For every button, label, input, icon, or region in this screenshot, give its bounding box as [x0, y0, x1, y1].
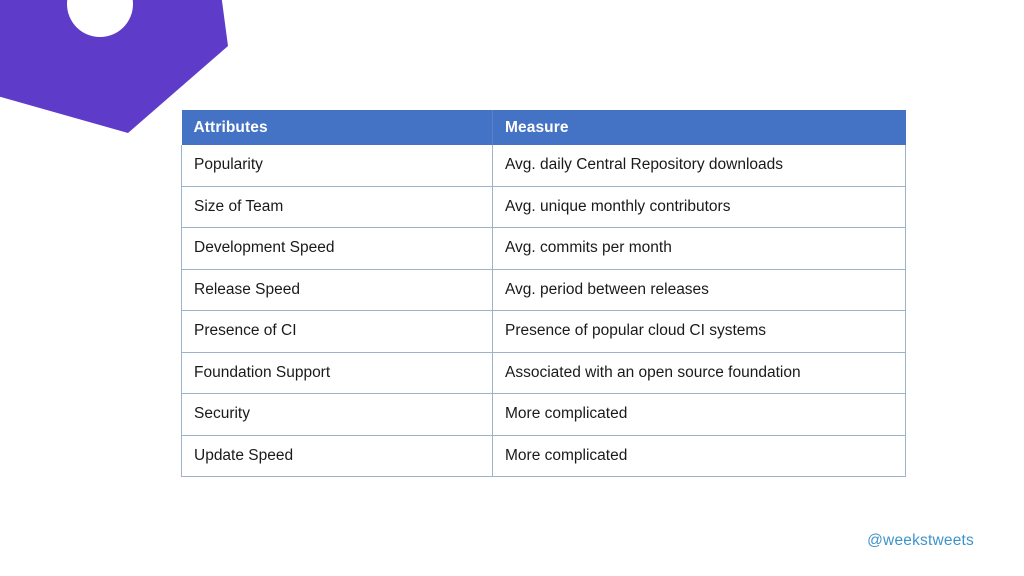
table-row: Update Speed More complicated [181, 435, 906, 477]
cell-measure: Avg. daily Central Repository downloads [492, 145, 906, 187]
table-row: Release Speed Avg. period between releas… [181, 269, 906, 311]
cell-attribute: Release Speed [181, 269, 493, 311]
column-header-attributes: Attributes [181, 110, 493, 145]
cell-attribute: Size of Team [181, 186, 493, 228]
table-row: Foundation Support Associated with an op… [181, 352, 906, 394]
cell-measure: Avg. period between releases [492, 269, 906, 311]
table-row: Popularity Avg. daily Central Repository… [181, 145, 906, 187]
cell-measure: Avg. unique monthly contributors [492, 186, 906, 228]
table-row: Security More complicated [181, 393, 906, 436]
watermark-handle: @weekstweets [867, 532, 974, 549]
cell-measure: Avg. commits per month [492, 227, 906, 270]
cell-measure: More complicated [492, 435, 906, 477]
cell-attribute: Popularity [181, 145, 493, 187]
table-row: Size of Team Avg. unique monthly contrib… [181, 186, 906, 228]
cell-attribute: Foundation Support [181, 352, 493, 394]
table-header-row: Attributes Measure [181, 110, 906, 145]
table-row: Development Speed Avg. commits per month [181, 227, 906, 270]
cell-attribute: Update Speed [181, 435, 493, 477]
cell-attribute: Development Speed [181, 227, 493, 270]
cell-measure: Presence of popular cloud CI systems [492, 310, 906, 353]
cell-attribute: Presence of CI [181, 310, 493, 353]
cell-attribute: Security [181, 393, 493, 436]
cell-measure: Associated with an open source foundatio… [492, 352, 906, 394]
column-header-measure: Measure [492, 110, 906, 145]
attributes-measure-table: Attributes Measure Popularity Avg. daily… [181, 110, 906, 477]
cell-measure: More complicated [492, 393, 906, 436]
table-row: Presence of CI Presence of popular cloud… [181, 310, 906, 353]
